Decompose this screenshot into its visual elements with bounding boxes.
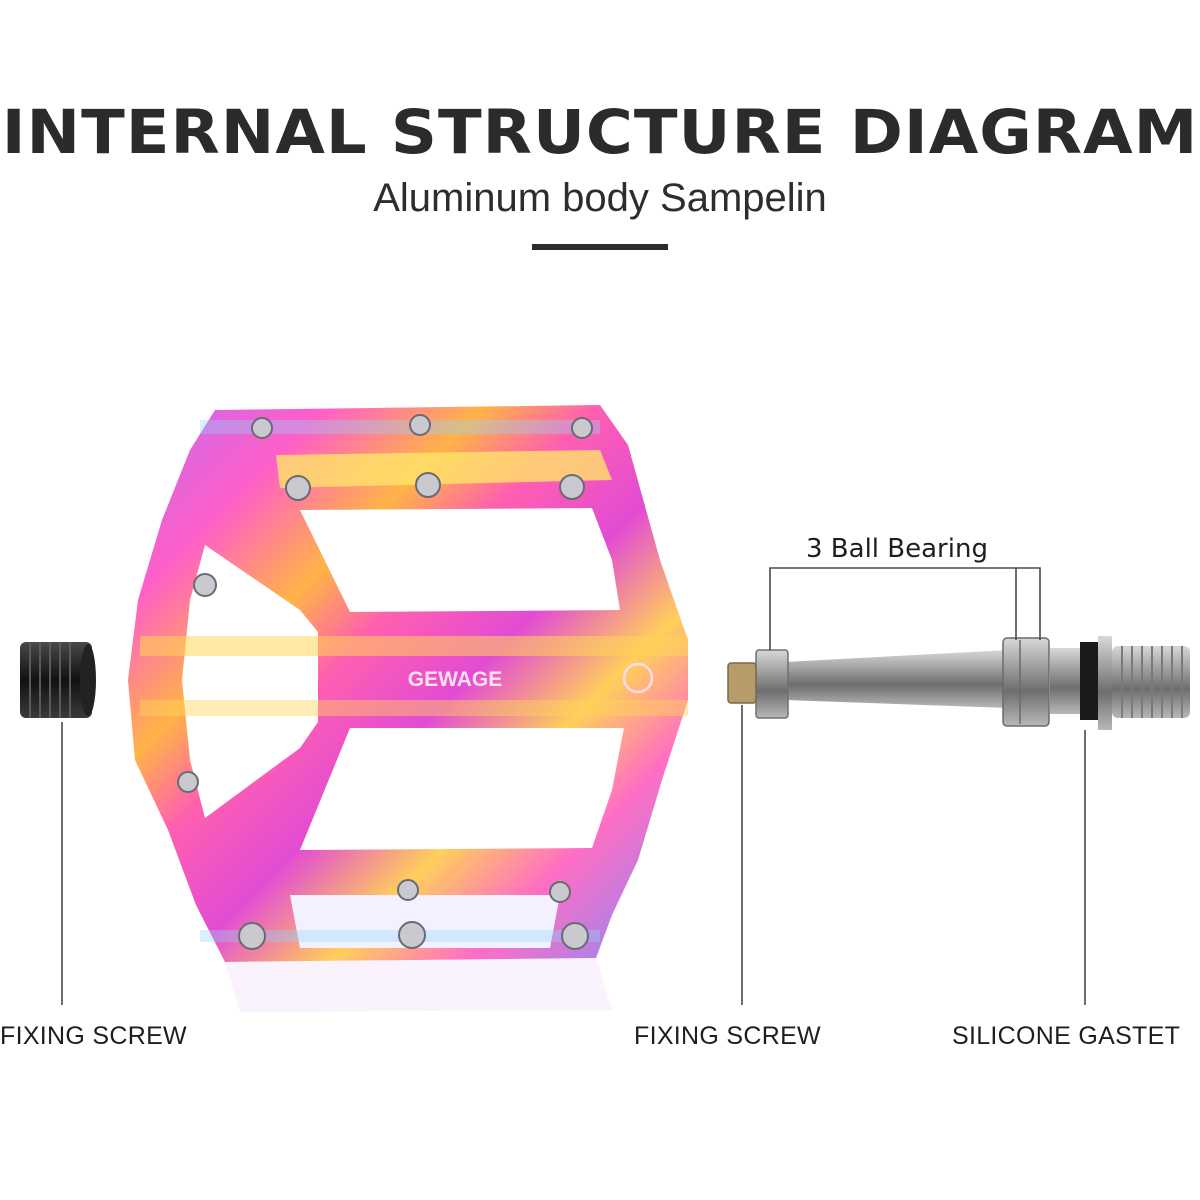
pedal-body [128, 405, 688, 962]
callout-lines [61, 567, 1086, 1005]
pedal-brand-logo: GEWAGE [408, 668, 503, 691]
ball-bearing-label: 3 Ball Bearing [806, 534, 988, 564]
left-fixing-screw-label: FIXING SCREW [0, 1022, 187, 1050]
silicone-gasket-label: SILICONE GASTET [952, 1022, 1181, 1050]
axle-assembly [727, 636, 1190, 730]
page-title: INTERNAL STRUCTURE DIAGRAM [1, 97, 1199, 169]
brand-emblem-icon [622, 662, 654, 694]
pedal-reflection [225, 958, 612, 1012]
pedal-pins [177, 414, 593, 950]
title-underline [532, 244, 668, 250]
page-subtitle: Aluminum body Sampelin [373, 176, 827, 220]
end-cap-screw [20, 642, 96, 718]
axle-fixing-screw-label: FIXING SCREW [634, 1022, 821, 1050]
